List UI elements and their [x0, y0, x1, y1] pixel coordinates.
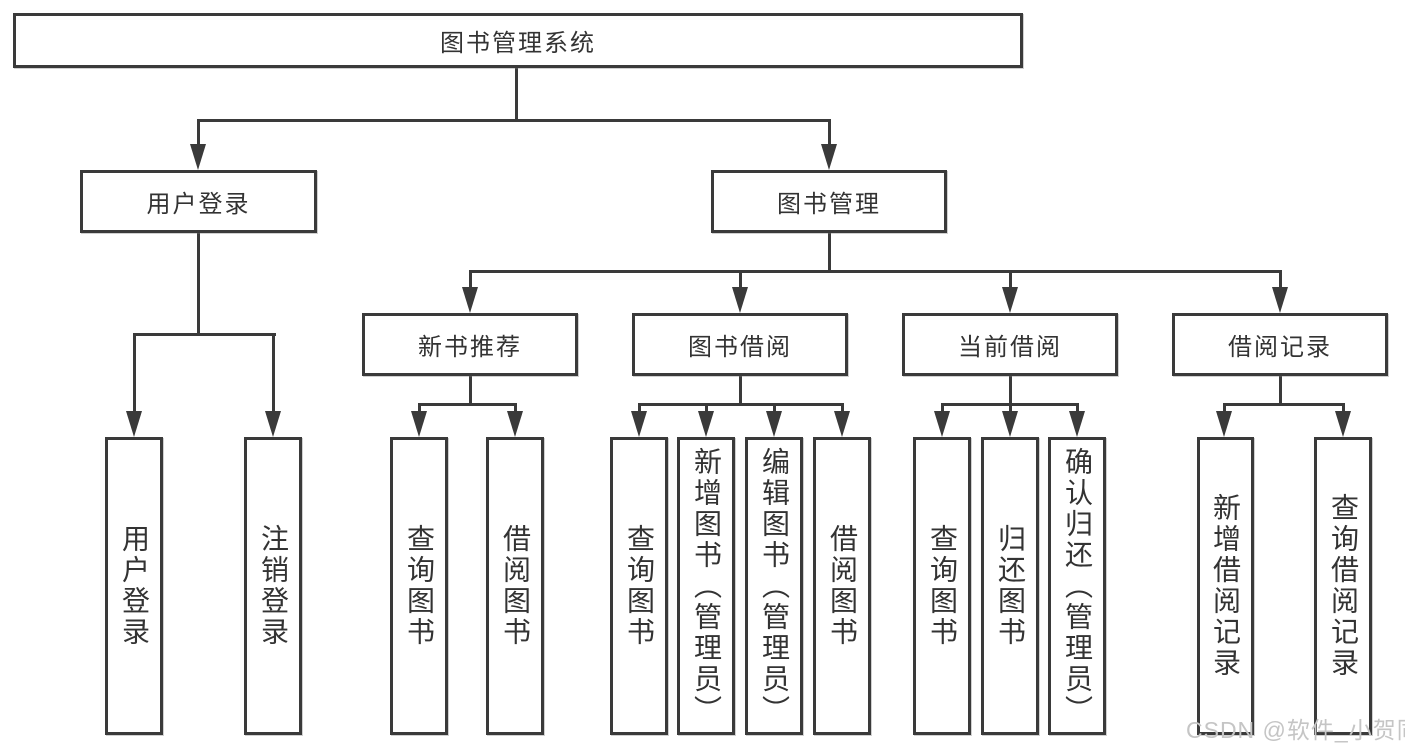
- arrow-down-icon: [265, 411, 281, 437]
- arrow-down-icon: [1216, 411, 1232, 437]
- connector-line: [272, 333, 275, 413]
- connector-line: [1009, 375, 1012, 406]
- leaf-query-books-borrowing: 查询图书: [610, 437, 668, 735]
- connector-line: [133, 333, 136, 413]
- connector-line: [1009, 270, 1012, 289]
- arrow-down-icon: [126, 411, 142, 437]
- leaf-edit-book-admin: 编辑图书（管理员）: [745, 437, 803, 735]
- node-book-management: 图书管理: [711, 170, 947, 233]
- node-user-login: 用户登录: [80, 170, 317, 233]
- connector-line: [469, 270, 1282, 273]
- leaf-query-borrow-record: 查询借阅记录: [1314, 437, 1372, 735]
- node-new-book-recommend: 新书推荐: [362, 313, 578, 376]
- leaf-return-books: 归还图书: [981, 437, 1039, 735]
- leaf-confirm-return-admin: 确认归还（管理员）: [1048, 437, 1106, 735]
- leaf-query-books-current: 查询图书: [913, 437, 971, 735]
- arrow-down-icon: [190, 144, 206, 170]
- arrow-down-icon: [834, 411, 850, 437]
- connector-line: [1223, 403, 1226, 413]
- connector-line: [1009, 403, 1012, 413]
- connector-line: [739, 270, 742, 289]
- connector-line: [469, 270, 472, 289]
- leaf-borrow-books: 借阅图书: [813, 437, 871, 735]
- node-current-borrowing: 当前借阅: [902, 313, 1118, 376]
- connector-line: [514, 403, 517, 413]
- connector-line: [1342, 403, 1345, 413]
- connector-line: [515, 67, 518, 122]
- arrow-down-icon: [732, 287, 748, 313]
- leaf-query-books-recommend: 查询图书: [390, 437, 448, 735]
- leaf-user-login: 用户登录: [105, 437, 163, 735]
- leaf-add-book-admin: 新增图书（管理员）: [677, 437, 735, 735]
- connector-line: [705, 403, 708, 413]
- leaf-add-borrow-record: 新增借阅记录: [1197, 437, 1254, 735]
- connector-line: [469, 375, 472, 406]
- arrow-down-icon: [934, 411, 950, 437]
- watermark: CSDN @软件_小贺同学: [1186, 717, 1405, 743]
- arrow-down-icon: [1335, 411, 1351, 437]
- arrow-down-icon: [1002, 411, 1018, 437]
- arrow-down-icon: [1002, 287, 1018, 313]
- arrow-down-icon: [507, 411, 523, 437]
- connector-line: [197, 119, 200, 147]
- arrow-down-icon: [698, 411, 714, 437]
- node-book-borrowing: 图书借阅: [632, 313, 848, 376]
- leaf-borrow-books-recommend: 借阅图书: [486, 437, 544, 735]
- connector-line: [828, 119, 831, 147]
- arrow-down-icon: [1272, 287, 1288, 313]
- arrow-down-icon: [411, 411, 427, 437]
- arrow-down-icon: [821, 144, 837, 170]
- node-borrowing-records: 借阅记录: [1172, 313, 1388, 376]
- arrow-down-icon: [766, 411, 782, 437]
- arrow-down-icon: [1069, 411, 1085, 437]
- connector-line: [197, 232, 200, 336]
- node-library-management-system: 图书管理系统: [13, 13, 1023, 68]
- leaf-logout: 注销登录: [244, 437, 302, 735]
- connector-line: [197, 119, 831, 122]
- connector-line: [1223, 403, 1345, 406]
- connector-line: [418, 403, 517, 406]
- connector-line: [638, 403, 844, 406]
- connector-line: [739, 375, 742, 406]
- connector-line: [1279, 270, 1282, 289]
- connector-line: [1076, 403, 1079, 413]
- connector-line: [1279, 375, 1282, 406]
- connector-line: [638, 403, 641, 413]
- arrow-down-icon: [631, 411, 647, 437]
- connector-line: [941, 403, 944, 413]
- arrow-down-icon: [462, 287, 478, 313]
- connector-line: [828, 232, 831, 273]
- connector-line: [773, 403, 776, 413]
- connector-line: [133, 333, 276, 336]
- connector-line: [418, 403, 421, 413]
- connector-line: [841, 403, 844, 413]
